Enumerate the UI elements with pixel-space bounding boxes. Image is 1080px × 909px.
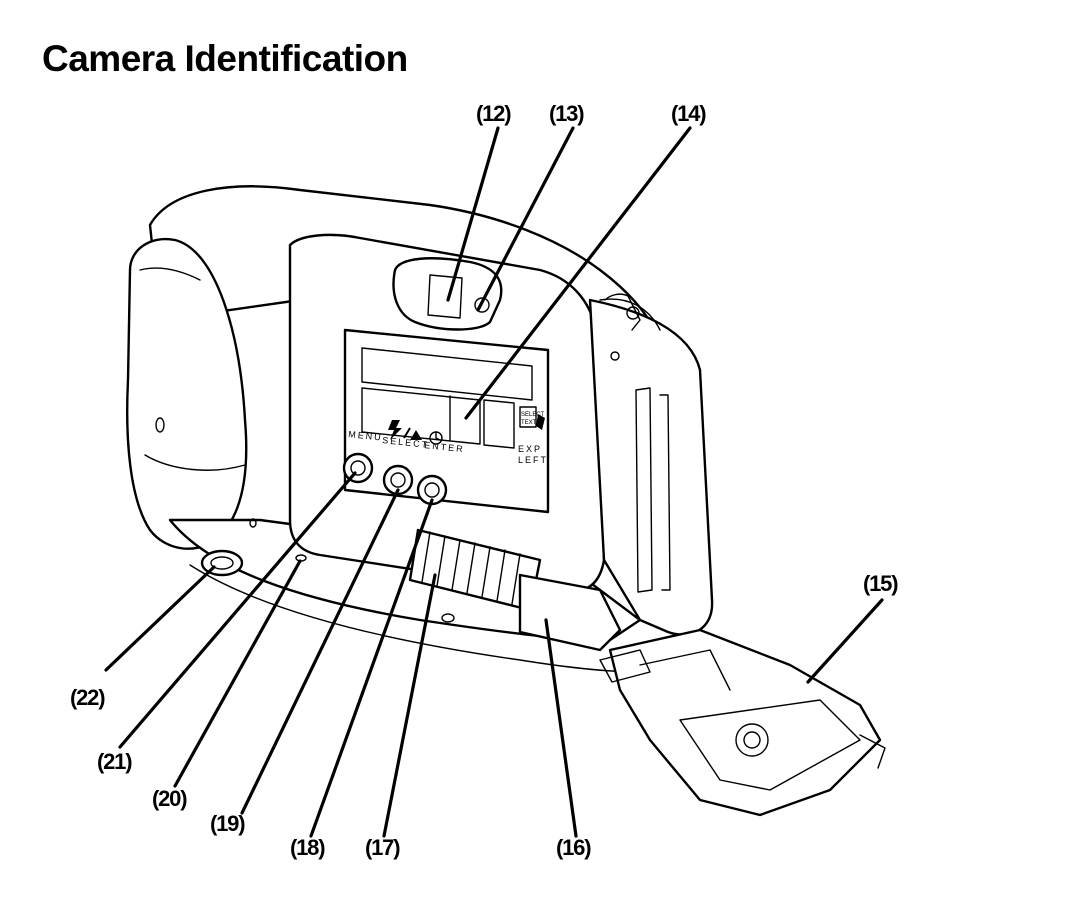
leader-17 (382, 573, 437, 838)
battery-door[interactable] (599, 628, 886, 817)
leader-13 (476, 126, 575, 312)
callout-16: (16) (556, 835, 591, 860)
callout-13: (13) (549, 101, 584, 126)
flash-icon (388, 420, 402, 440)
callout-17: (17) (365, 835, 400, 860)
callout-21: (21) (97, 749, 132, 774)
leader-18 (309, 498, 434, 838)
page-title: Camera Identification (42, 38, 408, 79)
callouts: (12) (13) (14) (15) (16) (17) (18) (19) … (70, 101, 899, 860)
leader-14 (464, 126, 692, 420)
callout-19: (19) (210, 811, 245, 836)
camera-body: SELECT TEXT EXP LEFT MENU SELECT ENTER (126, 185, 886, 817)
callout-12: (12) (476, 101, 511, 126)
menu-button[interactable] (342, 452, 374, 484)
callout-15: (15) (863, 571, 898, 596)
callout-20: (20) (152, 786, 187, 811)
leader-lines (104, 126, 884, 838)
callout-18: (18) (290, 835, 325, 860)
leader-20 (173, 559, 302, 788)
select-button[interactable] (382, 464, 414, 496)
callout-14: (14) (671, 101, 706, 126)
exp-label: EXP (518, 444, 542, 454)
leader-15 (806, 598, 884, 684)
left-label: LEFT (518, 455, 548, 465)
battery-compartment (518, 573, 622, 652)
leader-22 (104, 565, 216, 672)
leader-16 (544, 618, 578, 838)
leader-19 (240, 488, 400, 815)
leader-12 (446, 126, 500, 302)
select-text-label-1: SELECT (521, 412, 545, 418)
mountain-icon (410, 430, 422, 440)
select-text-label-2: TEXT (521, 420, 537, 426)
menu-label: MENU (348, 429, 383, 443)
leader-21 (118, 471, 357, 749)
callout-22: (22) (70, 685, 105, 710)
